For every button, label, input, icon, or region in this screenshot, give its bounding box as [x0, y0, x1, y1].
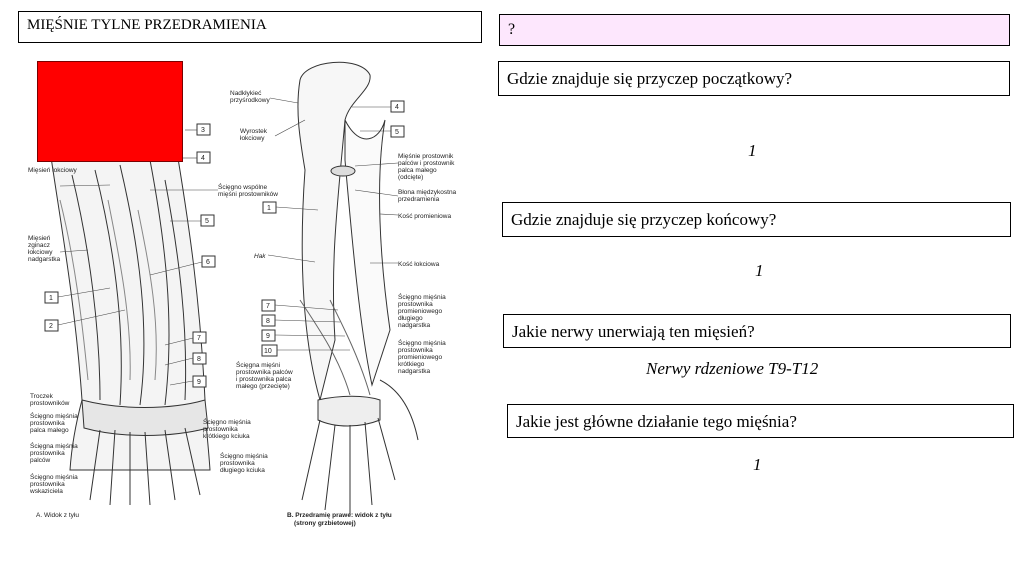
label-b-sc-miesni-1: Ścięgna mięśni — [236, 360, 280, 369]
num-a-3: 3 — [201, 127, 205, 134]
label-troczek-2: prostowników — [30, 400, 70, 407]
label-blona-2: przedramienia — [398, 196, 440, 203]
label-zginacz-1: Mięsień — [28, 235, 51, 242]
label-troczek-1: Troczek — [30, 393, 54, 400]
num-b-8: 8 — [266, 318, 270, 325]
answer-nerves: Nerwy rdzeniowe T9-T12 — [646, 359, 819, 378]
label-sc-palcow-3: palców — [30, 457, 51, 464]
label-b-sc-krotkiego-5: nadgarstka — [398, 368, 431, 375]
prompt-marker-box: ? — [499, 14, 1010, 46]
label-zginacz-2: zginacz — [28, 242, 50, 249]
label-sc-palcow-2: prostownika — [30, 450, 65, 457]
num-a-6: 6 — [206, 259, 210, 266]
label-b-sc-dlugiego-3: promieniowego — [398, 308, 442, 315]
label-b-sc-dlugiego-2: prostownika — [398, 301, 433, 308]
question-insertion: Gdzie znajduje się przyczep końcowy? — [502, 202, 1011, 237]
label-b-sc-krotkiego-1: Ścięgno mięśnia — [398, 338, 446, 347]
num-a-9: 9 — [197, 379, 201, 386]
label-prostownik-1: Mięśnie prostownik — [398, 153, 454, 160]
label-b-sc-dlugiego-4: długiego — [398, 315, 423, 322]
label-b-sc-krotkiego-3: promieniowego — [398, 354, 442, 361]
label-sc-dlugiego-2: prostownika — [220, 460, 255, 467]
label-kosc-promieniowa: Kość promieniowa — [398, 213, 451, 220]
caption-b-1: B. Przedramię prawe: widok z tyłu — [287, 512, 392, 519]
label-sc-krotkiego-2: prostownika — [203, 426, 238, 433]
figure-a-number-boxes: 3 4 5 6 1 2 7 8 9 — [44, 123, 216, 388]
label-hak: Hak — [254, 253, 266, 260]
forearm-anatomy-illustration: Mięsień łokciowy Mięsień zginacz łokciow… — [28, 61, 457, 527]
label-b-sc-dlugiego-5: nadgarstka — [398, 322, 431, 329]
label-zginacz-3: łokciowy — [28, 249, 53, 256]
label-wyrostek-2: łokciowy — [240, 135, 265, 142]
figure-a-forearm — [49, 121, 211, 506]
label-sciegno-wspolne-2: mięśni prostowników — [218, 191, 278, 198]
label-b-sc-miesni-4: małego (przecięte) — [236, 383, 290, 390]
figure-b-labels: Nadkłykieć przyśrodkowy Wyrostek łokciow… — [230, 90, 457, 390]
num-a-5: 5 — [205, 218, 209, 225]
num-b-7: 7 — [266, 303, 270, 310]
label-prostownik-3: palca małego — [398, 167, 437, 174]
label-sc-palca-malego-1: Ścięgno mięśnia — [30, 411, 78, 420]
num-b-4: 4 — [395, 104, 399, 111]
label-sc-krotkiego-3: krótkiego kciuka — [203, 433, 250, 440]
label-sc-dlugiego-3: długiego kciuka — [220, 467, 265, 474]
label-miesien-lokciowy: Mięsień łokciowy — [28, 167, 78, 174]
label-nadklykiec-2: przyśrodkowy — [230, 97, 270, 104]
num-a-1: 1 — [49, 295, 53, 302]
figure-b-bones — [297, 61, 419, 515]
label-wyrostek-1: Wyrostek — [240, 128, 268, 135]
answer-action: 1 — [753, 455, 762, 474]
label-prostownik-2: palców i prostownik — [398, 160, 455, 167]
num-b-10: 10 — [264, 348, 272, 355]
label-b-sc-dlugiego-1: Ścięgno mięśnia — [398, 292, 446, 301]
label-sc-wskaziciela-3: wskaziciela — [29, 488, 63, 495]
label-b-sc-miesni-2: prostownika palców — [236, 369, 293, 376]
question-nerves: Jakie nerwy unerwiają ten mięsień? — [503, 314, 1011, 348]
label-blona-1: Błona międzykostna — [398, 189, 457, 196]
label-sc-wskaziciela-2: prostownika — [30, 481, 65, 488]
label-sciegno-wspolne-1: Ścięgno wspólne — [218, 182, 268, 191]
label-prostownik-4: (odcięte) — [398, 174, 423, 181]
num-a-2: 2 — [49, 323, 53, 330]
label-b-sc-miesni-3: i prostownika palca — [236, 376, 292, 383]
caption-b-2: (strony grzbietowej) — [294, 520, 356, 527]
label-sc-palca-malego-2: prostownika — [30, 420, 65, 427]
redaction-box — [37, 61, 183, 162]
label-sc-dlugiego-1: Ścięgno mięśnia — [220, 451, 268, 460]
label-nadklykiec-1: Nadkłykieć — [230, 90, 262, 97]
figure-b-leader-lines — [267, 97, 399, 351]
answer-insertion: 1 — [755, 261, 764, 280]
label-kosc-lokciowa: Kość łokciowa — [398, 261, 440, 268]
label-sc-palca-malego-3: palca małego — [30, 427, 69, 434]
label-zginacz-4: nadgarstka — [28, 256, 61, 263]
num-b-9: 9 — [266, 333, 270, 340]
answer-origin: 1 — [748, 141, 757, 160]
figure-a-labels: Mięsień łokciowy Mięsień zginacz łokciow… — [28, 167, 278, 495]
num-b-1: 1 — [267, 205, 271, 212]
num-a-7: 7 — [197, 335, 201, 342]
figure-a-leader-lines — [57, 129, 218, 386]
label-b-sc-krotkiego-2: prostownika — [398, 347, 433, 354]
num-a-4: 4 — [201, 155, 205, 162]
label-b-sc-krotkiego-4: krótkiego — [398, 361, 425, 368]
question-action: Jakie jest główne działanie tego mięśnia… — [507, 404, 1014, 438]
question-origin: Gdzie znajduje się przyczep początkowy? — [498, 61, 1010, 96]
label-sc-palcow-1: Ścięgna mięśnia — [30, 441, 78, 450]
num-b-5: 5 — [395, 129, 399, 136]
slide-title: MIĘŚNIE TYLNE PRZEDRAMIENIA — [18, 11, 482, 43]
caption-a: A. Widok z tyłu — [36, 512, 79, 519]
label-sc-krotkiego-1: Ścięgno mięśnia — [203, 417, 251, 426]
num-a-8: 8 — [197, 356, 201, 363]
figure-b-number-boxes: 4 5 1 7 8 9 10 — [261, 100, 405, 357]
label-sc-wskaziciela-1: Ścięgno mięśnia — [30, 472, 78, 481]
